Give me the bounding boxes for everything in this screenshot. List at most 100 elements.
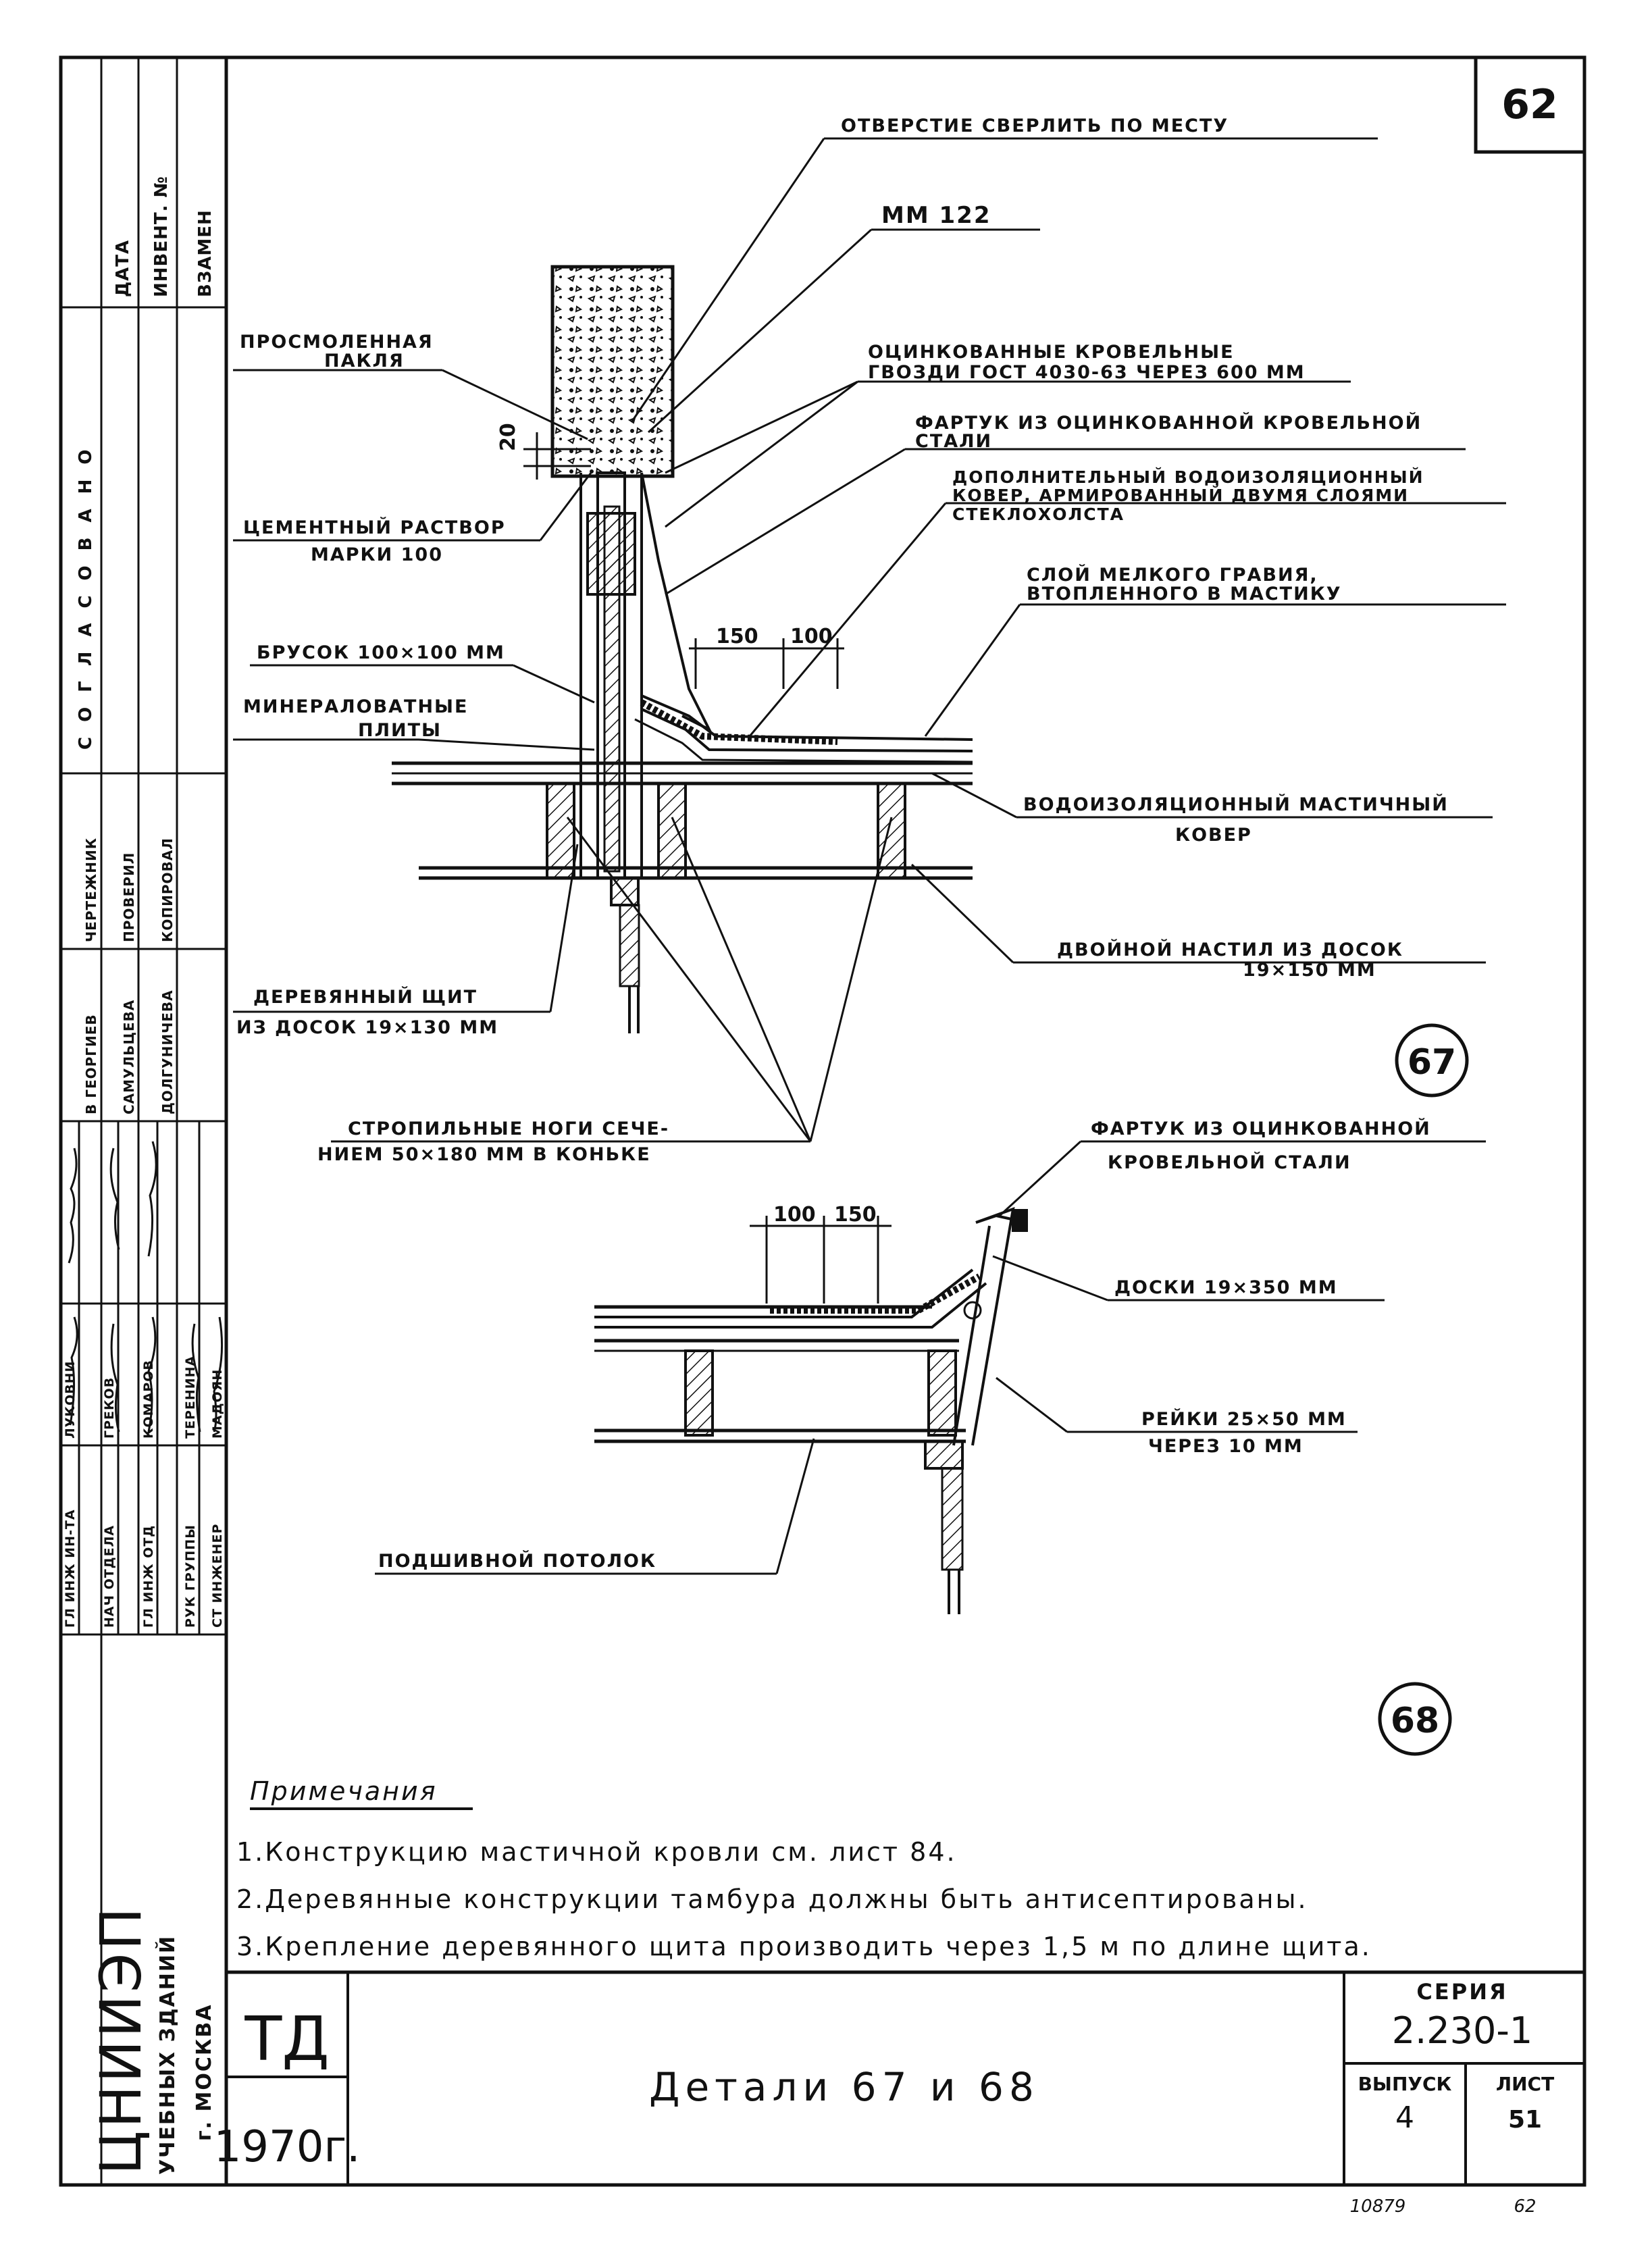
label-68-laths-1: РЕЙКИ 25×50 ММ [1141, 1408, 1347, 1430]
detail-68-labels: ФАРТУК ИЗ ОЦИНКОВАННОЙ КРОВЕЛЬНОЙ СТАЛИ … [378, 1118, 1439, 1741]
label-nails-2: ГВОЗДИ ГОСТ 4030-63 ЧЕРЕЗ 600 ММ [868, 362, 1306, 383]
detail-67-labels: ОТВЕРСТИЕ СВЕРЛИТЬ ПО МЕСТУ ММ 122 ПРОСМ… [236, 115, 1456, 1165]
detail-67-leaders [233, 137, 1506, 1143]
series-value: 2.230-1 [1392, 2009, 1532, 2052]
dim-100: 100 [790, 625, 833, 648]
stamp-role: ГЛ ИНЖ ИН-ТА [63, 1509, 78, 1628]
stamp-names-col1: ЛУКОВНИ ГРЕКОВ КОМАРОВ ТЕРЕНИНА МАДОЯН [63, 1356, 225, 1439]
label-mastic-1: ВОДОИЗОЛЯЦИОННЫЙ МАСТИЧНЫЙ [1023, 794, 1449, 815]
stamp-roles-col1: ГЛ ИНЖ ИН-ТА НАЧ ОТДЕЛА ГЛ ИНЖ ОТД РУК Г… [63, 1509, 225, 1628]
stamp-name: ДОЛГУНИЧЕВА [159, 989, 176, 1114]
label-68-ceiling: ПОДШИВНОЙ ПОТОЛОК [378, 1550, 656, 1572]
label-apron-2: СТАЛИ [915, 431, 992, 452]
detail-67-geometry [233, 137, 1506, 1143]
stamp-role: ЧЕРТЕЖНИК [83, 838, 99, 942]
organization-subtitle: УЧЕБНЫХ ЗДАНИЙ [155, 1935, 180, 2175]
label-shield-2: ИЗ ДОСОК 19×130 ММ [236, 1017, 498, 1038]
detail-68-circle [1378, 1682, 1452, 1756]
stamp-name: В ГЕОРГИЕВ [83, 1014, 99, 1114]
label-68-laths-2: ЧЕРЕЗ 10 ММ [1148, 1436, 1303, 1457]
stamp-role: НАЧ ОТДЕЛА [102, 1525, 117, 1628]
label-gravel-1: СЛОЙ МЕЛКОГО ГРАВИЯ, [1027, 564, 1318, 586]
dim-68-150: 150 [834, 1203, 877, 1227]
organization-block: ЦНИИЭП УЧЕБНЫХ ЗДАНИЙ г. МОСКВА [88, 1905, 216, 2175]
stamp-header-date: ДАТА [113, 240, 133, 297]
concrete-lintel [550, 265, 675, 478]
stamp-roles-col2: ЧЕРТЕЖНИК ПРОВЕРИЛ КОПИРОВАЛ [83, 838, 176, 942]
label-mineral-1: МИНЕРАЛОВАТНЫЕ [243, 696, 468, 717]
stamp-name: КОМАРОВ [141, 1360, 156, 1439]
label-68-apron-1: ФАРТУК ИЗ ОЦИНКОВАННОЙ [1091, 1118, 1431, 1139]
label-tarred-1: ПРОСМОЛЕННАЯ [240, 332, 434, 353]
side-stamp-headers: ДАТА ИНВЕНТ. № ВЗАМЕН СОГЛАСОВАНО [76, 176, 215, 750]
note-item: 1.Конструкцию мастичной кровли см. лист … [236, 1837, 957, 1867]
detail-67-circle [1395, 1023, 1469, 1098]
side-stamp [61, 57, 226, 2185]
stamp-header-replaces: ВЗАМЕН [195, 209, 215, 297]
stamp-name: САМУЛЬЦЕВА [121, 1000, 137, 1114]
detail-68-leaders [375, 1140, 1486, 1575]
stamp-role: РУК ГРУППЫ [183, 1524, 198, 1628]
label-extra-3: СТЕКЛОХОЛСТА [952, 505, 1125, 524]
label-gravel-2: ВТОПЛЕННОГО В МАСТИКУ [1027, 584, 1342, 604]
label-extra-2: КОВЕР, АРМИРОВАННЫЙ ДВУМЯ СЛОЯМИ [952, 486, 1409, 505]
detail-68-number: 68 [1391, 1701, 1439, 1741]
td-stamp: ТД [244, 2004, 329, 2075]
stamp-role: СТ ИНЖЕНЕР [210, 1524, 225, 1628]
label-mm122: ММ 122 [881, 202, 991, 229]
bottom-number-right: 62 [1514, 2196, 1536, 2217]
label-cement-1: ЦЕМЕНТНЫЙ РАСТВОР [243, 517, 506, 538]
dim-20: 20 [496, 423, 520, 451]
label-bar: БРУСОК 100×100 ММ [257, 642, 505, 663]
label-68-boards: ДОСКИ 19×350 ММ [1114, 1277, 1338, 1298]
detail-68-geometry [375, 1140, 1486, 1756]
stamp-role: ГЛ ИНЖ ОТД [141, 1525, 156, 1628]
stamp-name: ГРЕКОВ [102, 1377, 117, 1439]
stamp-name: МАДОЯН [210, 1369, 225, 1439]
label-cement-2: МАРКИ 100 [311, 544, 443, 565]
label-deck-1: ДВОЙНОЙ НАСТИЛ ИЗ ДОСОК [1057, 939, 1403, 960]
label-extra-1: ДОПОЛНИТЕЛЬНЫЙ ВОДОИЗОЛЯЦИОННЫЙ [952, 467, 1424, 487]
stamp-role: КОПИРОВАЛ [159, 838, 176, 942]
title-block: ТД 1970г. Детали 67 и 68 СЕРИЯ 2.230-1 В… [214, 1979, 1555, 2217]
label-rafters-1: СТРОПИЛЬНЫЕ НОГИ СЕЧЕ- [348, 1118, 669, 1139]
label-mineral-2: ПЛИТЫ [358, 720, 442, 741]
label-68-apron-2: КРОВЕЛЬНОЙ СТАЛИ [1108, 1152, 1351, 1173]
bottom-number-left: 10879 [1350, 2196, 1406, 2217]
label-tarred-2: ПАКЛЯ [324, 351, 405, 371]
dim-150: 150 [716, 625, 758, 648]
stamp-names-col2: В ГЕОРГИЕВ САМУЛЬЦЕВА ДОЛГУНИЧЕВА [83, 989, 176, 1114]
stamp-role: ПРОВЕРИЛ [121, 852, 137, 942]
detail-67-number: 67 [1408, 1042, 1456, 1083]
series-label: СЕРИЯ [1416, 1979, 1507, 2005]
stamp-name: ТЕРЕНИНА [183, 1356, 198, 1439]
label-mastic-2: КОВЕР [1175, 825, 1252, 846]
apron-67 [640, 472, 713, 733]
signatures [68, 1141, 224, 1433]
issue-label: ВЫПУСК [1358, 2073, 1452, 2095]
stamp-header-inventory: ИНВЕНТ. № [151, 176, 172, 297]
stamp-agreed: СОГЛАСОВАНО [76, 435, 96, 750]
label-apron-1: ФАРТУК ИЗ ОЦИНКОВАННОЙ КРОВЕЛЬНОЙ [915, 412, 1422, 434]
note-item: 3.Крепление деревянного щита производить… [236, 1932, 1372, 1961]
note-item: 2.Деревянные конструкции тамбура должны … [236, 1884, 1308, 1914]
label-hole: ОТВЕРСТИЕ СВЕРЛИТЬ ПО МЕСТУ [841, 115, 1229, 136]
stamp-name: ЛУКОВНИ [63, 1361, 78, 1439]
list-label: ЛИСТ [1496, 2073, 1554, 2095]
list-value: 51 [1508, 2106, 1542, 2134]
dim-68-100: 100 [773, 1203, 816, 1227]
notes-heading: Примечания [250, 1776, 438, 1806]
sheet-title: Детали 67 и 68 [649, 2064, 1039, 2110]
label-shield-1: ДЕРЕВЯННЫЙ ЩИТ [253, 986, 477, 1008]
year: 1970г. [214, 2122, 361, 2172]
label-rafters-2: НИЕМ 50×180 ММ В КОНЬКЕ [317, 1144, 651, 1165]
organization-name: ЦНИИЭП [88, 1905, 154, 2175]
sheet-mark: 62 [1501, 81, 1558, 128]
bar-100x100 [586, 512, 636, 596]
organization-city: г. МОСКВА [192, 2004, 216, 2142]
notes: Примечания 1.Конструкцию мастичной кровл… [236, 1776, 1372, 1961]
label-deck-2: 19×150 ММ [1243, 960, 1376, 981]
issue-value: 4 [1395, 2101, 1414, 2135]
label-nails-1: ОЦИНКОВАННЫЕ КРОВЕЛЬНЫЕ [868, 342, 1235, 363]
